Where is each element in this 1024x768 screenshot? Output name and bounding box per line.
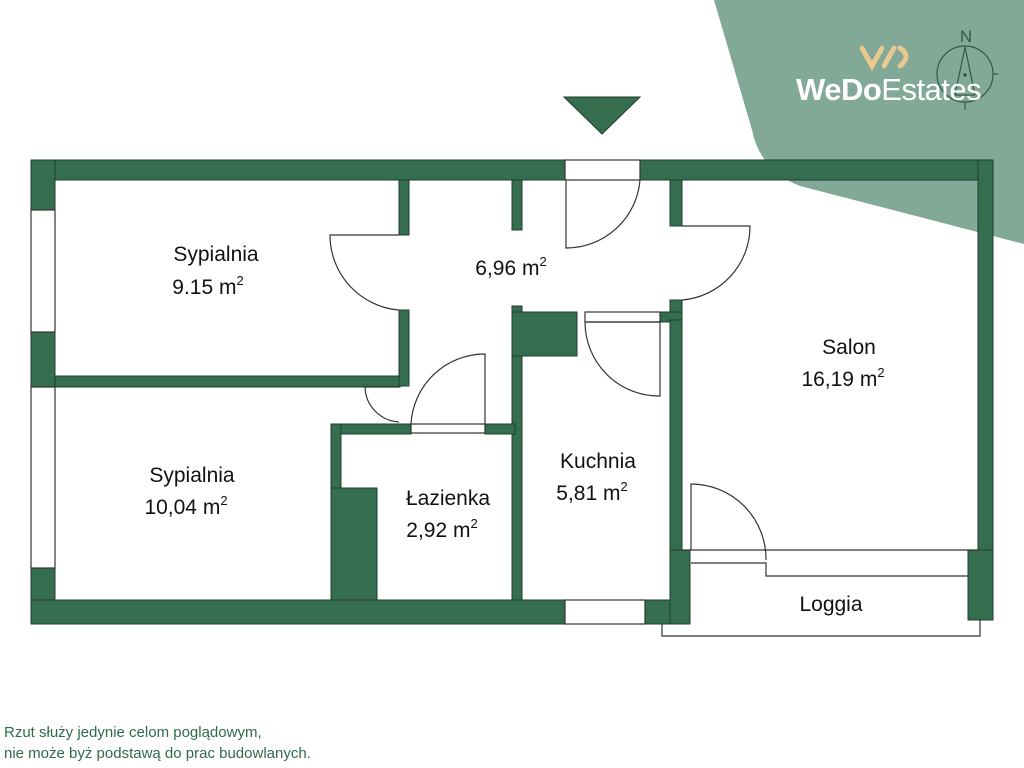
- brand-mark-icon: [859, 45, 909, 72]
- loggia-outline: [661, 549, 981, 637]
- room-loggia-name: Loggia: [799, 593, 862, 616]
- brand-name-light: Estates: [881, 72, 982, 107]
- disclaimer: Rzut służy jedynie celom poglądowym, nie…: [4, 722, 311, 764]
- walls: [30, 159, 994, 625]
- room-kitchen-area: 5,81 m2: [556, 479, 627, 505]
- disclaimer-line-2: nie może byż podstawą do prac budowlanyc…: [4, 745, 311, 762]
- windows: [30, 159, 646, 625]
- room-hall-area: 6,96 m2: [475, 254, 546, 280]
- disclaimer-line-1: Rzut służy jedynie celom poglądowym,: [4, 724, 262, 741]
- room-bedroom-1-area: 9.15 m2: [172, 273, 243, 299]
- room-bedroom-1-name: Sypialnia: [173, 243, 259, 266]
- room-living-name: Salon: [822, 336, 876, 359]
- room-bedroom-2-name: Sypialnia: [149, 464, 235, 487]
- room-bathroom-name: Łazienka: [406, 487, 490, 510]
- room-bedroom-2-area: 10,04 m2: [144, 493, 227, 519]
- brand-panel: [714, 0, 1024, 244]
- room-bathroom-area: 2,92 m2: [406, 516, 477, 542]
- entrance-arrow-icon: [562, 96, 642, 135]
- brand-logo: WeDoEstates: [796, 72, 982, 108]
- compass-north-label: N: [960, 27, 972, 46]
- brand-name-bold: WeDo: [796, 72, 882, 107]
- doors: [329, 179, 767, 561]
- room-kitchen-name: Kuchnia: [560, 450, 636, 473]
- room-living-area: 16,19 m2: [801, 365, 884, 391]
- compass-icon: [936, 45, 998, 110]
